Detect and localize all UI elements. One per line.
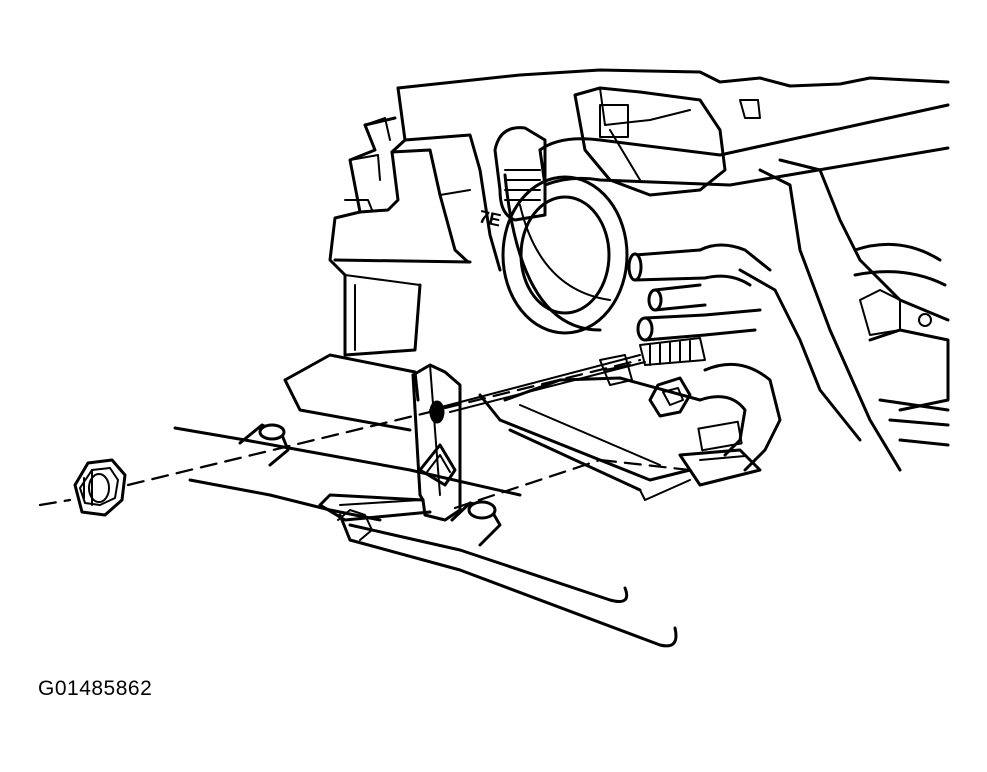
figure-code-label: G01485862 — [38, 677, 153, 700]
lower-intake-plate — [498, 376, 702, 501]
intake-manifold-right — [738, 158, 950, 472]
bracket-nut — [73, 458, 127, 517]
hose-fittings — [627, 243, 772, 342]
mounting-bracket — [318, 363, 462, 522]
throttle-cable — [429, 337, 706, 413]
alignment-lines — [38, 358, 692, 510]
engine-block: 7E — [328, 68, 950, 277]
left-duct — [343, 273, 422, 357]
rail-tube-stubs — [238, 423, 502, 547]
vacuum-hose-elbow — [493, 126, 547, 222]
engine-mark: 7E — [477, 206, 503, 230]
frame-rails — [173, 426, 678, 648]
lower-coolant-hose — [678, 362, 782, 487]
upper-hose — [538, 103, 950, 187]
throttle-body — [501, 86, 761, 335]
lower-rail — [283, 353, 502, 432]
